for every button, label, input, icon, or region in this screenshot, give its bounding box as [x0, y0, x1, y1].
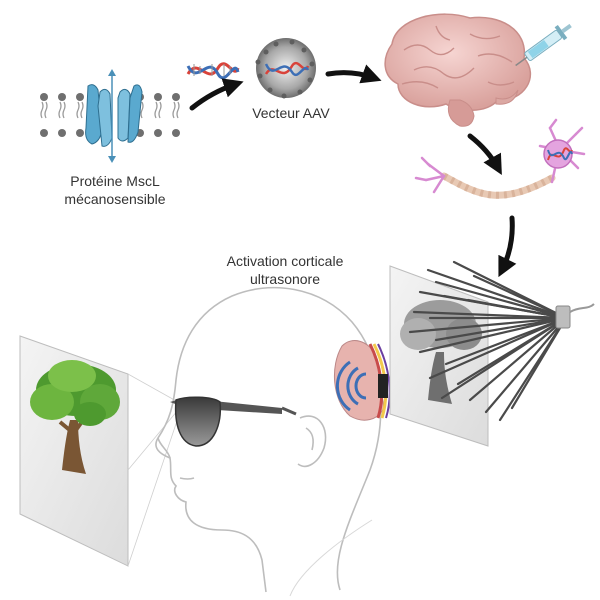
- arrow-to-aav: [189, 78, 244, 111]
- neck-shading: [289, 519, 373, 597]
- activation-label: Activation corticale ultrasonore: [200, 252, 370, 288]
- ultrasound-beams: [408, 260, 568, 422]
- activation-label-line1: Activation corticale: [226, 253, 344, 269]
- aav-vector-label: Vecteur AAV: [252, 105, 330, 121]
- tree-icon: [30, 360, 120, 474]
- mscl-label-line1: Protéine MscL: [70, 173, 160, 189]
- flow-arrows: [189, 64, 517, 278]
- glasses-icon: [170, 396, 297, 447]
- mscl-label: Protéine MscL mécanosensible: [40, 172, 190, 208]
- syringe-icon: [515, 23, 572, 67]
- arrow-to-brain: [325, 64, 382, 84]
- mscl-channel-icon: [85, 69, 143, 163]
- ultrasound-transducer-icon: [555, 303, 595, 329]
- neuron-icon: [414, 118, 586, 199]
- dna-helix-icon: [186, 62, 240, 80]
- arrow-to-transducer: [498, 215, 517, 278]
- cortical-implant-icon: [333, 340, 391, 421]
- mscl-label-line2: mécanosensible: [64, 191, 166, 207]
- brain-icon: [384, 13, 531, 127]
- aav-capsid-icon: [255, 38, 316, 99]
- arrow-to-neuron: [467, 133, 502, 175]
- activation-label-line2: ultrasonore: [249, 271, 321, 287]
- human-head-icon: [155, 286, 382, 593]
